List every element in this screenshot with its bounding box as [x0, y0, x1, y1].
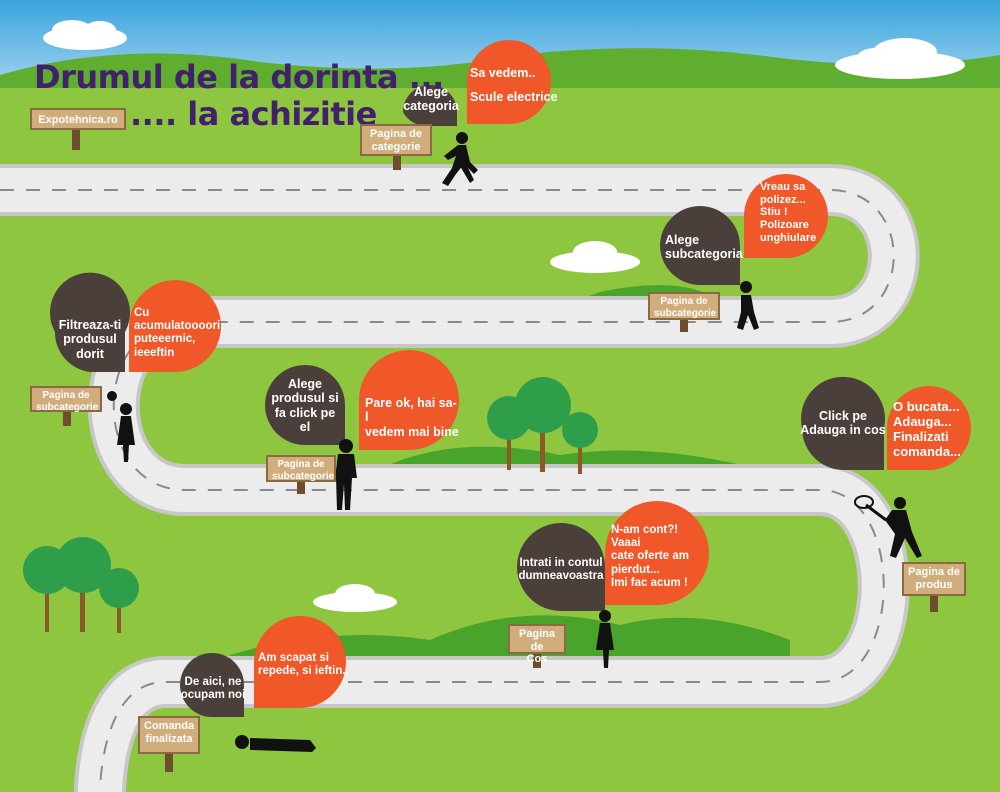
tree-group [23, 537, 139, 633]
page-title-line2: .... la achizitie [130, 95, 377, 133]
action-bubble-finalizata [180, 653, 244, 717]
sign-post [72, 128, 80, 150]
sign-post [165, 752, 173, 772]
cloud [835, 38, 965, 79]
thought-bubble-subcategorie-1 [744, 174, 828, 258]
running-person-icon [442, 132, 478, 186]
woman-thinking-icon [107, 391, 135, 462]
sign-post [930, 594, 938, 612]
thought-text-categorie: Sa vedem..Scule electrice [470, 66, 558, 105]
thought-bubble-produs [887, 386, 971, 470]
woman-standing-icon [596, 610, 614, 668]
walking-person-icon [737, 281, 759, 330]
action-bubble-subcategorie-3 [265, 365, 345, 445]
brand-sign: Expotehnica.ro [30, 108, 126, 130]
cloud [313, 584, 397, 612]
cloud [43, 20, 127, 50]
cloud [550, 241, 640, 273]
thought-bubble-subcategorie-3 [359, 350, 459, 450]
sign-post [393, 154, 401, 170]
page-title-line1: Drumul de la dorinta ... [34, 58, 444, 96]
action-bubble-categorie [403, 85, 457, 127]
tree-group [487, 377, 598, 474]
thought-bubble-cos [605, 501, 709, 605]
sign-post [533, 652, 541, 668]
thought-bubble-finalizata [254, 616, 346, 708]
sign-post [63, 410, 71, 426]
action-bubble-produs [801, 376, 885, 470]
thought-bubble-categorie [467, 40, 551, 124]
action-bubble-subcategorie-1 [660, 206, 740, 285]
standing-man-icon [335, 439, 357, 510]
person-with-net-icon [854, 495, 922, 558]
sign-post [680, 318, 688, 332]
action-bubble-cos [517, 523, 605, 611]
sign-post [297, 480, 305, 494]
thought-bubble-subcategorie-2 [129, 280, 221, 372]
road-center-line [0, 189, 895, 792]
action-bubble-subcategorie-2 [50, 272, 130, 372]
lying-person-icon [235, 735, 316, 752]
